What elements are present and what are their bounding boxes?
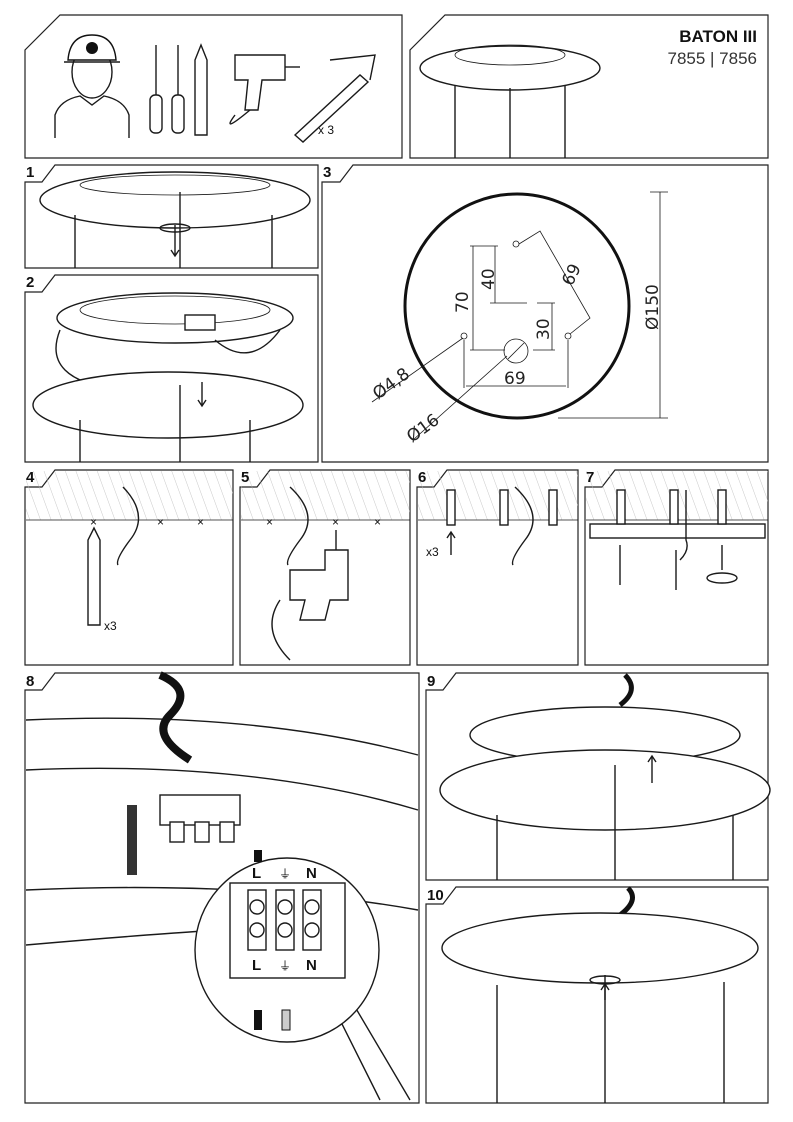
step-number: 10 (427, 887, 444, 904)
product-panel: BATON III 7855 | 7856 (409, 14, 769, 159)
dim-69-horizontal: 69 (504, 369, 526, 389)
step-4-panel: 4 × × × x3 (24, 469, 234, 666)
quantity-label: x3 (426, 545, 439, 559)
step-10-panel: 10 (425, 886, 769, 1104)
step-number: 6 (418, 469, 426, 486)
wall-plug-icon: x 3 (293, 54, 376, 143)
step-8-panel: 8 L ⏚ N L ⏚ N (24, 671, 420, 1104)
quantity-label: x3 (104, 619, 117, 633)
live-label-top: L (252, 865, 261, 882)
arrow-up-icon (647, 754, 657, 783)
screw-icon (127, 805, 137, 875)
tools-panel: x 3 (24, 14, 403, 159)
neutral-label-bottom: N (306, 957, 317, 974)
electrician-icon (54, 34, 130, 138)
svg-text:×: × (90, 515, 97, 529)
svg-text:×: × (332, 515, 339, 529)
dim-30: 30 (534, 318, 554, 340)
live-label-bottom: L (252, 957, 261, 974)
step-6-panel: 6 x3 (416, 469, 579, 666)
step-number: 8 (26, 673, 34, 690)
step-number: 2 (26, 274, 34, 291)
neutral-label-top: N (306, 865, 317, 882)
earth-icon: ⏚ (279, 867, 291, 881)
svg-text:×: × (197, 515, 204, 529)
dim-diameter-150: Ø150 (643, 284, 663, 330)
svg-text:×: × (157, 515, 164, 529)
step-number: 7 (586, 469, 594, 486)
drill-icon (289, 549, 349, 621)
model-numbers: 7855 | 7856 (668, 49, 758, 68)
step-1-panel: 1 (24, 164, 319, 269)
earth-icon: ⏚ (279, 959, 291, 973)
step-number: 9 (427, 673, 435, 690)
arrow-up-icon (600, 982, 610, 1000)
plug-quantity: x 3 (318, 123, 334, 137)
step-number: 5 (241, 469, 249, 486)
step-3-panel: 3 40 70 30 69 69 Ø150 Ø4,8 Ø16 (321, 164, 769, 463)
svg-text:×: × (266, 515, 273, 529)
step-7-panel: 7 (584, 469, 769, 666)
step-number: 1 (26, 164, 34, 181)
step-number: 3 (323, 164, 331, 181)
product-title: BATON III (679, 27, 757, 46)
svg-text:×: × (374, 515, 381, 529)
mounting-plate-outline (403, 192, 631, 420)
screwdriver-icon (149, 45, 185, 134)
mounting-plate (589, 523, 766, 539)
dim-70: 70 (453, 291, 473, 313)
step-2-panel: 2 (24, 274, 319, 463)
pencil-icon (194, 43, 208, 136)
drill-icon (229, 54, 300, 125)
wall-plug-icon (446, 489, 456, 526)
rotate-arrow-icon (706, 572, 738, 584)
step-5-panel: 5 × × × (239, 469, 411, 666)
arrow-down-icon (197, 382, 207, 408)
arrow-down-icon (170, 225, 180, 258)
pencil-icon (87, 526, 101, 626)
step-9-panel: 9 (425, 672, 771, 881)
step-number: 4 (26, 469, 35, 486)
dim-40: 40 (479, 268, 499, 290)
